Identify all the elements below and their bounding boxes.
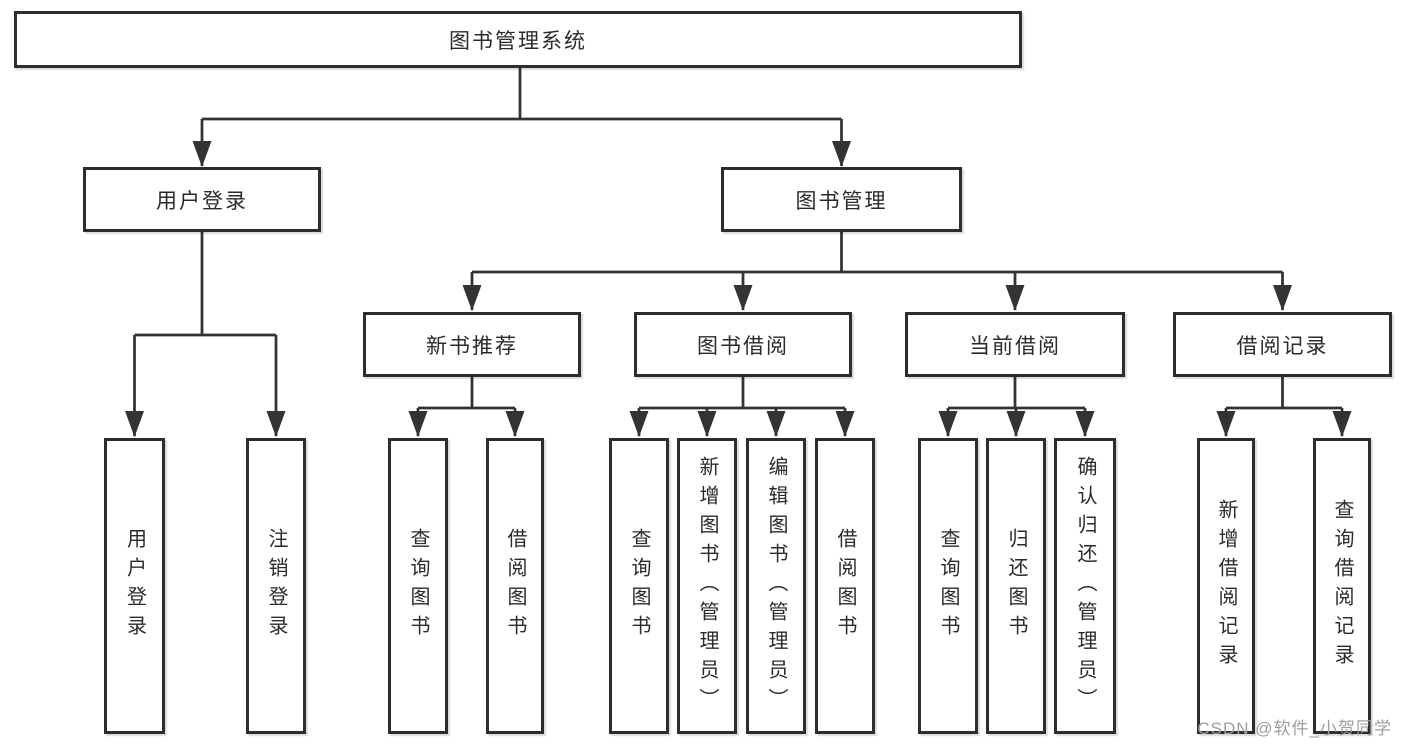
leaf-add-book-admin-label: 新增图书（管理员） [696,455,718,717]
node-borrow-records: 借阅记录 [1173,312,1392,377]
leaf-user-login: 用户登录 [104,438,165,734]
leaf-borrow-books-recommend: 借阅图书 [486,438,544,734]
node-new-book-recommend: 新书推荐 [363,312,581,377]
leaf-borrow-books: 借阅图书 [815,438,875,734]
node-book-management: 图书管理 [721,167,962,232]
node-book-borrow: 图书借阅 [634,312,852,377]
leaf-edit-book-admin: 编辑图书（管理员） [746,438,806,734]
node-root-library-system: 图书管理系统 [14,11,1022,68]
leaf-query-borrow-record: 查询借阅记录 [1313,438,1371,734]
leaf-user-login-label: 用户登录 [123,528,146,644]
node-current-borrow: 当前借阅 [905,312,1125,377]
leaf-logout: 注销登录 [246,438,306,734]
node-book-management-label: 图书管理 [795,189,888,213]
leaf-add-borrow-record: 新增借阅记录 [1197,438,1255,734]
csdn-watermark: CSDN @软件_小贺同学 [1197,719,1392,738]
leaf-query-books-borrow-label: 查询图书 [628,528,650,644]
leaf-query-borrow-record-label: 查询借阅记录 [1331,499,1353,673]
node-borrow-records-label: 借阅记录 [1236,334,1329,358]
leaf-query-books-recommend-label: 查询图书 [407,528,429,644]
leaf-return-books: 归还图书 [986,438,1046,734]
leaf-query-books-current: 查询图书 [918,438,978,734]
leaf-confirm-return-admin-label: 确认归还（管理员） [1074,455,1096,717]
node-user-login: 用户登录 [83,167,321,232]
node-user-login-label: 用户登录 [156,189,248,213]
leaf-return-books-label: 归还图书 [1005,528,1027,644]
leaf-add-book-admin: 新增图书（管理员） [677,438,737,734]
leaf-confirm-return-admin: 确认归还（管理员） [1054,438,1116,734]
connector-root-to-level2 [192,68,851,167]
leaf-borrow-books-label: 借阅图书 [834,528,856,644]
leaf-query-books-borrow: 查询图书 [609,438,669,734]
node-new-book-recommend-label: 新书推荐 [426,334,518,358]
leaf-query-books-recommend: 查询图书 [388,438,448,734]
leaf-logout-label: 注销登录 [265,528,287,644]
leaf-borrow-books-recommend-label: 借阅图书 [504,528,526,644]
connector-book-borrow-to-leaves [629,377,855,437]
node-book-borrow-label: 图书借阅 [697,334,789,358]
connector-current-borrow-to-leaves [938,377,1095,437]
connector-user-login-to-leaves [125,232,286,437]
connector-book-management-to-level3 [462,232,1292,311]
connector-new-book-recommend-to-leaves [408,377,525,437]
leaf-edit-book-admin-label: 编辑图书（管理员） [765,455,787,717]
connector-borrow-records-to-leaves [1216,377,1352,437]
leaf-add-borrow-record-label: 新增借阅记录 [1215,499,1237,673]
leaf-query-books-current-label: 查询图书 [937,528,959,644]
node-current-borrow-label: 当前借阅 [969,334,1061,358]
node-root-label: 图书管理系统 [449,29,587,53]
